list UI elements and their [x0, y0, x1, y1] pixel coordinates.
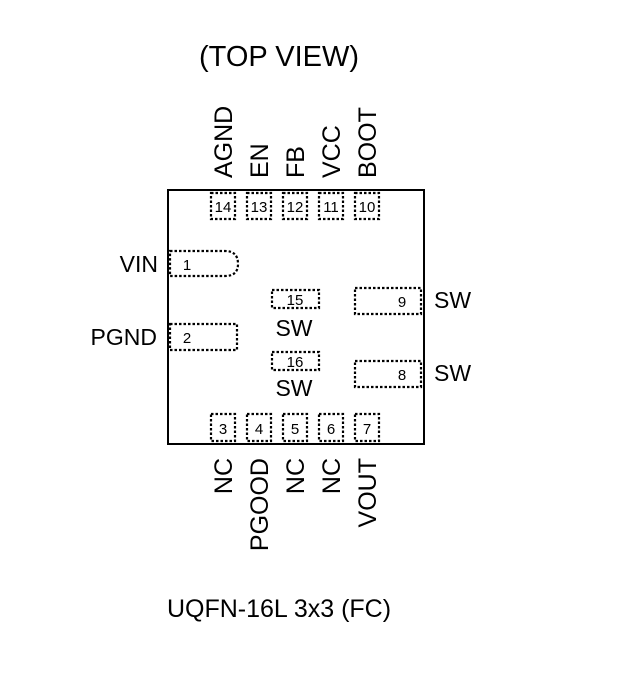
svg-text:15: 15	[287, 292, 304, 309]
bottom-pin-7: 7 VOUT	[353, 412, 382, 527]
svg-text:9: 9	[398, 294, 406, 311]
svg-text:4: 4	[255, 421, 263, 438]
pin-name-vin: VIN	[120, 251, 158, 277]
pin-name-en: EN	[246, 143, 274, 178]
pin-name-sw-9: SW	[434, 287, 471, 313]
pin-name-vcc: VCC	[318, 125, 346, 178]
pin-name-pgood: PGOOD	[246, 458, 274, 551]
pin-name-boot: BOOT	[354, 107, 382, 178]
svg-text:5: 5	[291, 421, 299, 438]
package-body	[167, 189, 425, 445]
svg-text:14: 14	[215, 199, 232, 216]
svg-text:3: 3	[219, 421, 227, 438]
pin-name-nc-3: NC	[210, 458, 238, 494]
svg-text:2: 2	[183, 330, 191, 347]
bottom-pin-5: 5 NC	[281, 412, 310, 494]
pad-name-sw-15: SW	[275, 315, 312, 341]
svg-text:6: 6	[327, 421, 335, 438]
top-pin-12: 12 FB	[281, 146, 310, 221]
bottom-pin-4: 4 PGOOD	[245, 412, 274, 551]
center-pad-16: 16 SW	[270, 350, 321, 401]
right-pin-9: 9 SW	[353, 286, 471, 316]
svg-text:12: 12	[287, 199, 304, 216]
pin-name-vout: VOUT	[354, 458, 382, 527]
svg-text:16: 16	[287, 354, 304, 371]
svg-text:8: 8	[398, 367, 406, 384]
diagram-title: (TOP VIEW)	[199, 41, 359, 73]
pad-name-sw-16: SW	[275, 375, 312, 401]
pin-name-nc-6: NC	[318, 458, 346, 494]
left-pin-2: 2 PGND	[91, 322, 239, 352]
top-pin-10: 10 BOOT	[353, 107, 382, 221]
left-pin-1: 1 VIN	[120, 249, 240, 278]
svg-text:7: 7	[363, 421, 371, 438]
pin-name-nc-5: NC	[282, 458, 310, 494]
svg-text:10: 10	[359, 199, 376, 216]
pin-name-sw-8: SW	[434, 360, 471, 386]
right-pin-8: 8 SW	[353, 359, 471, 389]
pin-name-pgnd: PGND	[91, 324, 157, 350]
package-label: UQFN-16L 3x3 (FC)	[167, 595, 391, 623]
svg-text:13: 13	[251, 199, 268, 216]
bottom-pin-6: 6 NC	[317, 412, 346, 494]
svg-text:1: 1	[183, 257, 191, 274]
svg-text:11: 11	[323, 199, 339, 216]
center-pad-15: 15 SW	[270, 288, 321, 341]
bottom-pin-3: 3 NC	[209, 412, 238, 494]
pin-name-fb: FB	[282, 146, 310, 178]
top-pin-13: 13 EN	[245, 143, 274, 221]
pin-name-agnd: AGND	[210, 106, 238, 178]
top-pin-11: 11 VCC	[317, 125, 346, 221]
top-pin-14: 14 AGND	[209, 106, 238, 221]
